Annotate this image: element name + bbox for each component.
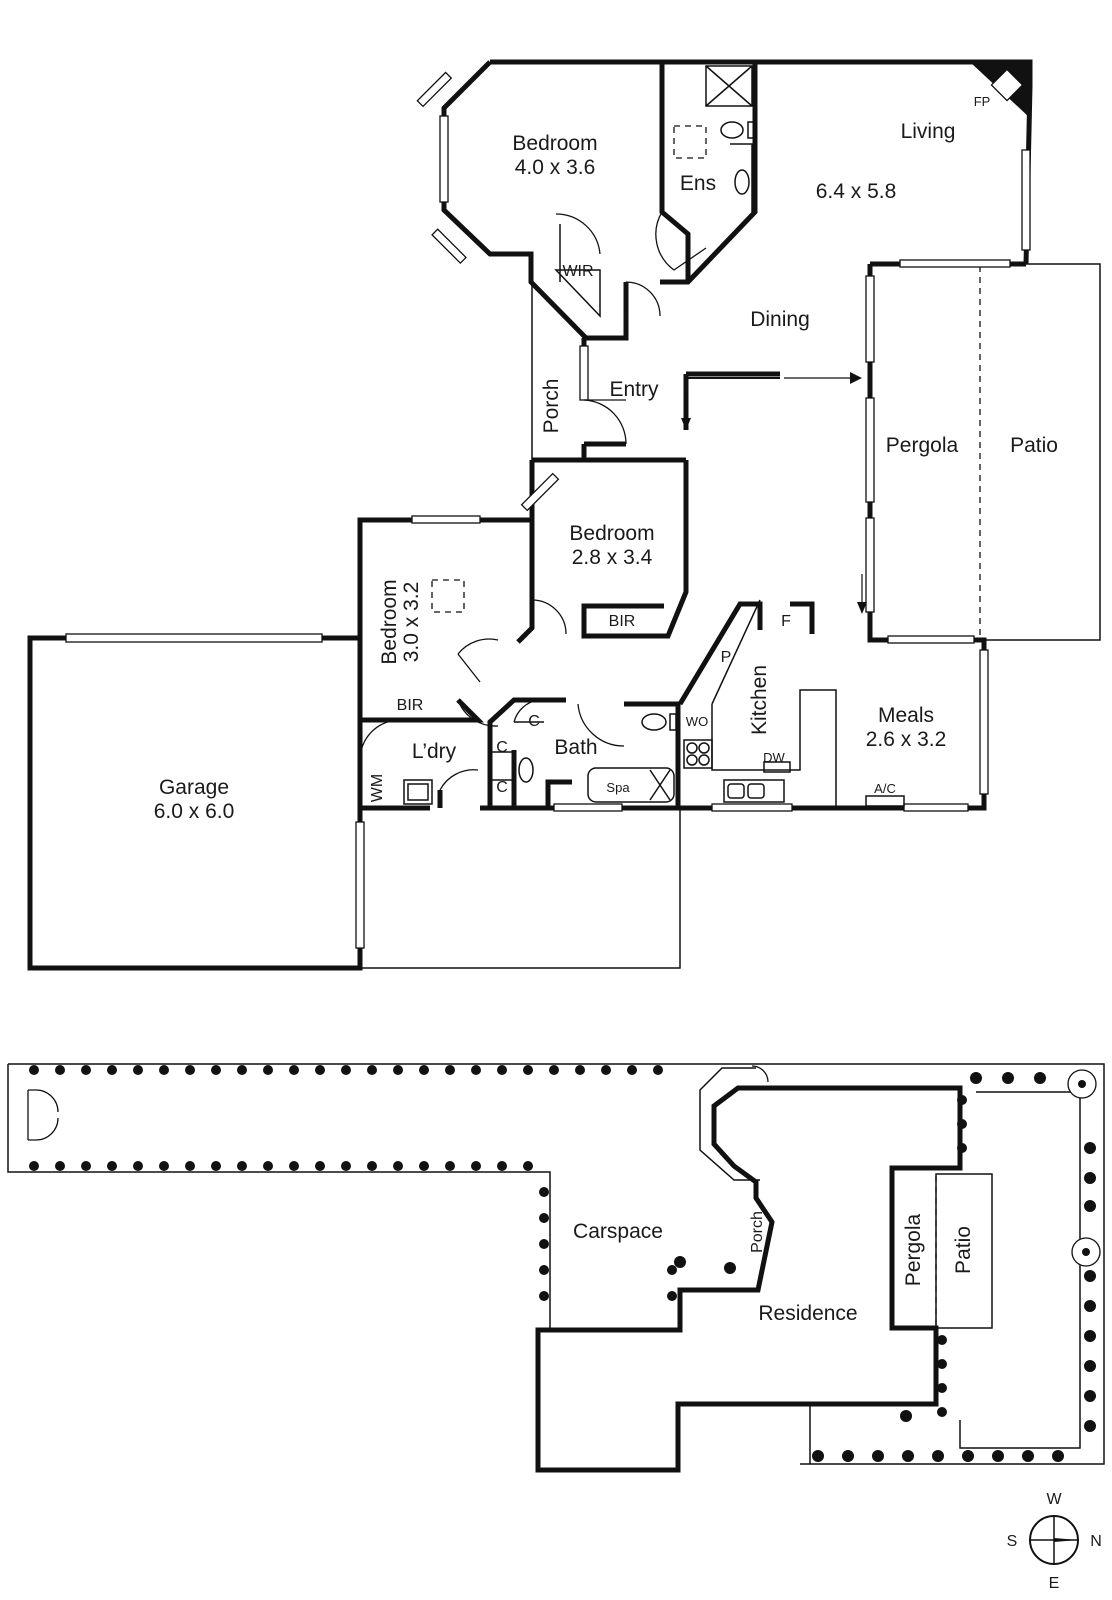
feature-trees (1067, 1069, 1101, 1267)
label-living: Living (901, 120, 956, 143)
compass-rose: N S W E (1007, 1491, 1102, 1592)
site-plan: Carspace Residence Porch Pergola Patio (7, 1063, 1105, 1473)
label-ensuite: Ens (680, 172, 716, 195)
kitchen-bench (711, 599, 837, 808)
porch-outline (531, 281, 585, 520)
skylight-bedroom3 (431, 579, 465, 613)
room-labels: Bedroom 4.0 x 3.6 Ens Living 6.4 x 5.8 F… (154, 94, 1058, 823)
label-bath: Bath (554, 736, 597, 759)
label-garage-size: 6.0 x 6.0 (154, 800, 235, 823)
label-garage: Garage (159, 776, 229, 799)
label-fridge: F (781, 613, 791, 630)
site-labels: Carspace Residence Porch Pergola Patio (573, 1211, 975, 1325)
bedroom-wing-walls (357, 457, 689, 723)
label-meals-size: 2.6 x 3.2 (866, 728, 947, 751)
label-bedroom3: Bedroom (378, 579, 401, 664)
compass-west: W (1046, 1491, 1062, 1508)
label-kitchen: Kitchen (748, 665, 771, 735)
compass-north: N (1090, 1533, 1102, 1550)
label-cupboard-1: C (496, 739, 508, 756)
skylight-ensuite (673, 125, 707, 159)
residence-outline (535, 1085, 963, 1473)
label-spa: Spa (606, 780, 630, 795)
windows (65, 71, 1031, 949)
label-site-porch: Porch (749, 1211, 766, 1253)
laundry-bath-walls (357, 697, 681, 808)
label-cupboard-3: C (528, 713, 540, 730)
kitchen-walls (677, 601, 815, 706)
garden-bed-outline (959, 1091, 1081, 1449)
label-site-patio: Patio (952, 1226, 975, 1274)
site-patio-outline (935, 1173, 993, 1329)
floor-plan: Bedroom 4.0 x 3.6 Ens Living 6.4 x 5.8 F… (27, 59, 1101, 971)
label-living-size: 6.4 x 5.8 (816, 180, 897, 203)
label-dishwasher: DW (763, 750, 785, 765)
label-dining: Dining (750, 308, 810, 331)
label-entry: Entry (609, 378, 659, 401)
label-site-pergola: Pergola (902, 1213, 925, 1286)
label-bedroom2: Bedroom (569, 522, 654, 545)
fixtures (403, 121, 905, 807)
label-pergola: Pergola (886, 434, 959, 457)
driveway-gate (27, 1089, 59, 1141)
label-residence: Residence (758, 1302, 857, 1325)
residence-gate (751, 1065, 769, 1083)
label-pantry: P (721, 649, 732, 666)
compass-east: E (1049, 1575, 1060, 1592)
label-porch: Porch (540, 379, 563, 434)
label-air-con: A/C (874, 781, 896, 796)
label-bedroom2-size: 2.8 x 3.4 (572, 546, 653, 569)
label-patio: Patio (1010, 434, 1058, 457)
label-carspace: Carspace (573, 1220, 663, 1243)
label-bedroom-main-size: 4.0 x 3.6 (515, 156, 596, 179)
doors (359, 211, 707, 791)
label-cupboard-2: C (496, 779, 508, 796)
label-laundry: L’dry (412, 740, 457, 763)
hedge-trees (29, 1065, 1096, 1462)
patio-outline (980, 263, 1101, 641)
label-bedroom3-size: 3.0 x 3.2 (400, 582, 423, 663)
label-meals: Meals (878, 704, 934, 727)
fireplace-box (990, 68, 1024, 102)
outdoor-court-outline (359, 808, 681, 969)
label-wc: WO (686, 714, 708, 729)
site-boundary (7, 1063, 1105, 1465)
label-washing-machine: WM (369, 774, 386, 802)
arrows (681, 372, 867, 614)
residence-porch-outline (699, 1067, 760, 1181)
label-bir-bedroom3: BIR (397, 697, 424, 714)
label-bedroom-main: Bedroom (512, 132, 597, 155)
label-wir: WIR (562, 263, 593, 280)
label-bir-bedroom2: BIR (609, 613, 636, 630)
wir-outline (554, 224, 601, 318)
ensuite-fixtures (705, 65, 753, 212)
exterior-walls-2 (659, 63, 691, 282)
compass-south: S (1007, 1533, 1018, 1550)
label-fireplace: FP (974, 94, 991, 109)
